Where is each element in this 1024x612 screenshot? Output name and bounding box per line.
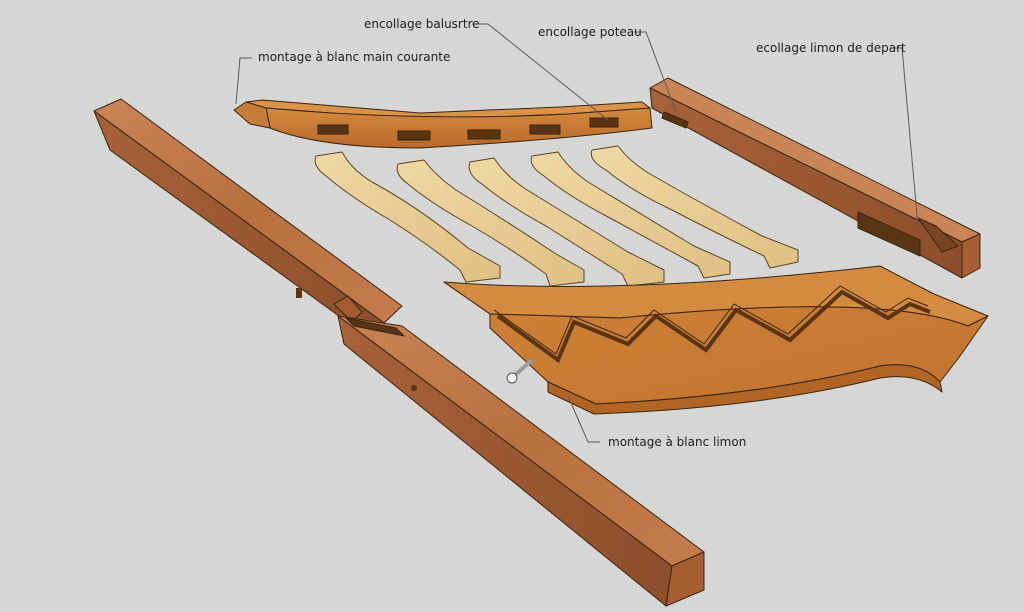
leader-limon: [567, 395, 600, 443]
post-mortise: [345, 317, 405, 337]
baluster-body: [530, 151, 731, 279]
label-limon-depart: ecollage limon de depart: [756, 41, 906, 55]
post-bolt-hole: [411, 385, 417, 391]
balusters: [314, 145, 799, 287]
baluster: [590, 145, 799, 269]
label-poteau: encollage poteau: [538, 25, 642, 39]
right-post-notch: [917, 217, 959, 253]
handrail-front-face: [265, 107, 653, 149]
right-post: [649, 77, 981, 279]
post-notch: [296, 288, 302, 298]
right-post-end-face: [961, 233, 981, 279]
post-tenon: [333, 295, 363, 323]
baluster: [468, 157, 665, 287]
baluster-body: [468, 157, 665, 287]
baluster: [314, 151, 501, 283]
stringer-bolt: [506, 358, 534, 384]
handrail-mortises: [317, 117, 619, 141]
label-limon: montage à blanc limon: [608, 435, 746, 449]
baluster-body: [590, 145, 799, 269]
handrail-tenon: [233, 101, 271, 129]
stringer: [443, 265, 989, 415]
handrail-mortise: [529, 124, 561, 135]
post-lower-end-face: [665, 551, 705, 607]
baluster: [396, 159, 585, 287]
baluster-body: [396, 159, 585, 287]
handrail-mortise: [467, 129, 501, 140]
leader-main-courante: [235, 57, 252, 105]
leader-balustre: [472, 23, 609, 121]
left-newel-post: [93, 98, 705, 607]
baluster: [530, 151, 731, 279]
baluster-body: [314, 151, 501, 283]
stringer-bottom-edge: [547, 364, 943, 415]
callout-labels: montage à blanc main courante encollage …: [258, 17, 906, 449]
leader-lines: [235, 23, 919, 443]
handrail: [233, 99, 653, 149]
right-post-mortise: [857, 211, 921, 257]
stringer-housing-steps-inner: [493, 285, 929, 355]
handrail-mortise: [397, 130, 431, 141]
leader-poteau: [634, 31, 677, 113]
label-main-courante: montage à blanc main courante: [258, 50, 450, 64]
stringer-housing-steps: [496, 289, 931, 364]
handrail-mortise: [589, 117, 619, 128]
leader-limon-depart: [890, 47, 919, 227]
label-balustre: encollage balusrtre: [364, 17, 480, 31]
handrail-mortise: [317, 124, 349, 135]
right-post-small-mortise: [661, 111, 689, 129]
